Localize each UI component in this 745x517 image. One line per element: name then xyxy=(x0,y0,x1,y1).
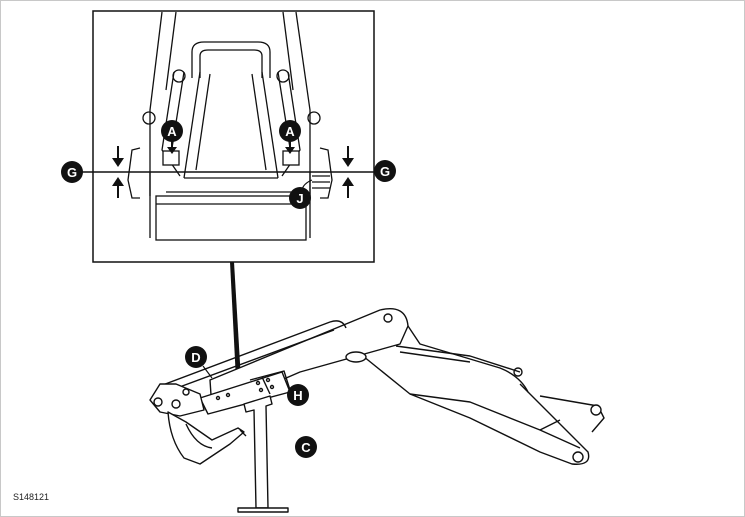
boom-pivot xyxy=(590,404,602,416)
callout-leader xyxy=(202,365,213,379)
inset-bolt xyxy=(307,111,321,125)
dipper-cylinder xyxy=(159,320,347,393)
callout-g-right: G xyxy=(374,160,396,182)
callout-a-left: A xyxy=(161,120,183,142)
callout-label: D xyxy=(191,350,200,365)
callout-g-left: G xyxy=(61,161,83,183)
inset-wear-pad-left xyxy=(162,150,180,166)
pad-bolt xyxy=(255,380,261,386)
callout-label: G xyxy=(380,164,390,179)
inset-base-block xyxy=(155,195,307,241)
callout-j: J xyxy=(289,187,311,209)
callout-marker xyxy=(161,120,183,142)
linkage-pin xyxy=(171,399,181,409)
callout-marker xyxy=(287,384,309,406)
callout-label: G xyxy=(67,165,77,180)
linkage-pin xyxy=(153,397,163,407)
pad-bolt xyxy=(225,392,231,398)
callout-marker xyxy=(185,346,207,368)
callout-marker xyxy=(289,187,311,209)
arrow-down-left xyxy=(112,146,124,167)
dipper-slot xyxy=(345,351,367,363)
callout-label: A xyxy=(167,124,177,139)
inset-roller-left xyxy=(127,147,141,199)
arrow-a-left xyxy=(167,140,177,154)
boom-edge xyxy=(409,383,581,449)
callout-marker xyxy=(374,160,396,182)
callout-h: H xyxy=(287,384,309,406)
callout-marker xyxy=(61,161,83,183)
extension-pad xyxy=(249,370,291,395)
inset-bolt xyxy=(172,69,186,83)
callout-d: D xyxy=(185,346,213,379)
dipper-pivot xyxy=(383,313,393,323)
inset-roller-right xyxy=(319,147,333,199)
callout-c: C xyxy=(295,436,317,458)
inset-lower-body xyxy=(149,172,311,196)
inset-arch-inner xyxy=(199,49,263,78)
stand-foot xyxy=(237,507,289,513)
backhoe-arm xyxy=(149,308,605,513)
linkage-pin xyxy=(182,388,190,396)
callout-label: A xyxy=(285,124,295,139)
figure-id: S148121 xyxy=(13,492,50,502)
clearance-arrows xyxy=(112,140,354,198)
inset-beam-inner xyxy=(195,73,267,171)
boom-pivot xyxy=(572,451,584,463)
pad-bolt xyxy=(265,377,271,383)
inset-detail xyxy=(80,10,382,263)
inset-leader xyxy=(230,262,241,380)
arrow-up-left xyxy=(112,177,124,198)
callout-a-right: A xyxy=(279,120,301,142)
arrow-up-right xyxy=(342,177,354,198)
inset-bolt xyxy=(142,111,156,125)
inset-frame xyxy=(92,10,375,263)
callout-label: H xyxy=(293,388,302,403)
pad-bolt xyxy=(215,395,221,401)
support-stand xyxy=(243,395,273,509)
callout-label: C xyxy=(301,440,311,455)
pad-bolt xyxy=(269,384,275,390)
boom-cylinder xyxy=(395,345,521,373)
callout-marker xyxy=(295,436,317,458)
pad-bolt xyxy=(258,387,264,393)
bucket xyxy=(167,411,245,465)
bucket-edge xyxy=(185,423,247,449)
inset-arch xyxy=(191,41,271,78)
inset-bolt xyxy=(276,69,290,83)
arrow-down-right xyxy=(342,146,354,167)
inset-center-beam xyxy=(183,71,279,179)
callout-label: J xyxy=(296,191,303,206)
arrow-a-right xyxy=(285,140,295,154)
inset-roller-lines xyxy=(312,175,330,189)
callout-marker xyxy=(279,120,301,142)
inset-wear-pad-right xyxy=(282,150,300,166)
